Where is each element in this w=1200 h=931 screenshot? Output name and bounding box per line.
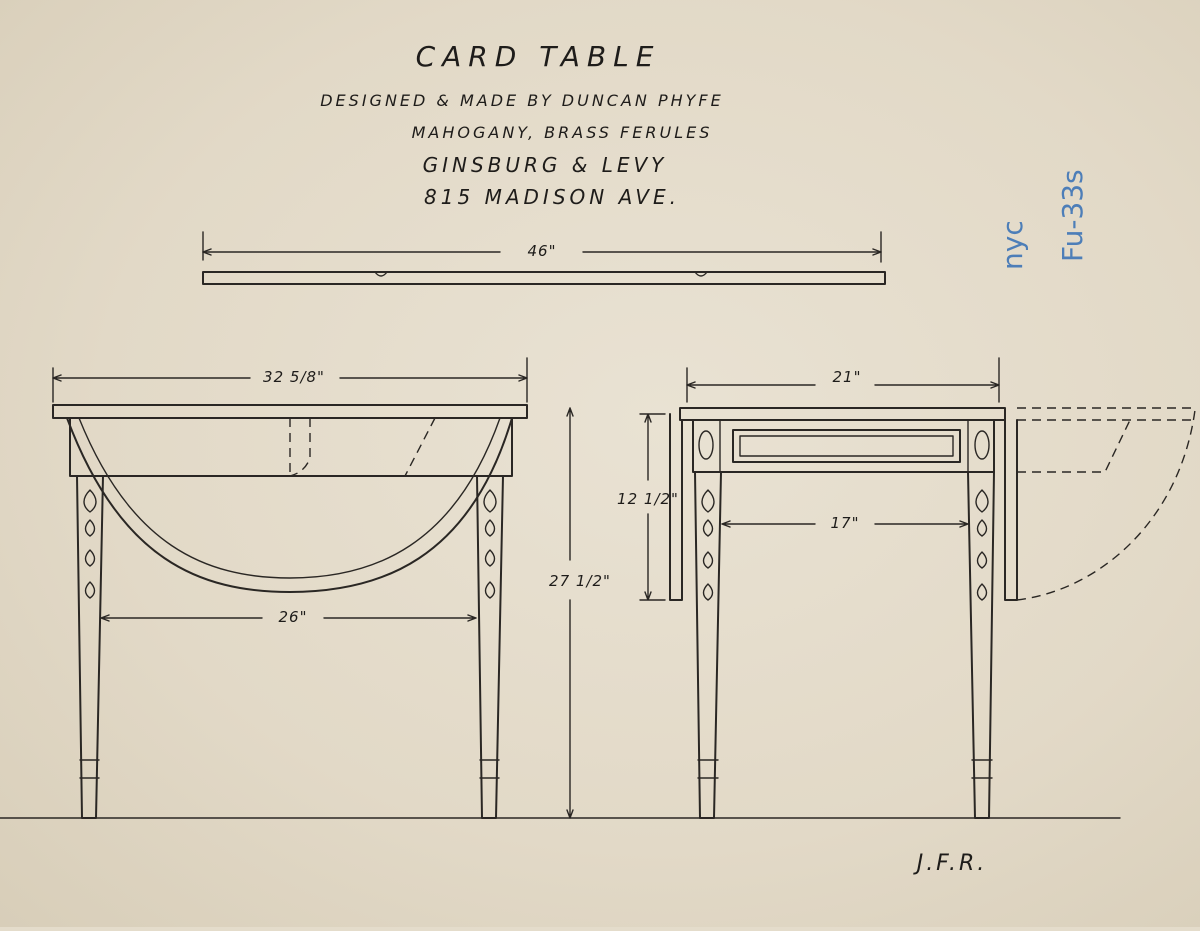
dim-leaf-drop: 12 1/2" [617,490,679,508]
dim-height: 27 1/2" [549,572,611,590]
dim-front-inner: 26" [279,608,308,626]
dim-side-inner: 17" [831,514,860,532]
leg-carving-left [83,489,97,599]
dim-front-width: 32 5/8" [263,368,325,386]
catalog-annotation: nyc Fu-33s [996,169,1089,270]
annotation-code: Fu-33s [1056,169,1089,262]
leg-carving-right [483,489,497,599]
annotation-nyc: nyc [996,220,1029,270]
designer-line: DESIGNED & MADE BY DUNCAN PHYFE [320,91,724,110]
front-elevation: 32 5/8" 26" 27 1/2" [52,357,611,819]
dim-top-length: 46" [528,242,557,260]
dim-side-width: 21" [833,368,862,386]
signature: J.F.R. [913,851,988,876]
side-elevation: 21" 12 1/2" 17" [617,357,1196,819]
address-line: 815 MADISON AVE. [424,185,680,209]
drawing-title: CARD TABLE [416,40,661,73]
owner-line: GINSBURG & LEVY [423,153,668,177]
material-line: MAHOGANY, BRASS FERULES [412,123,713,142]
top-plan-view: 46" [202,231,886,285]
